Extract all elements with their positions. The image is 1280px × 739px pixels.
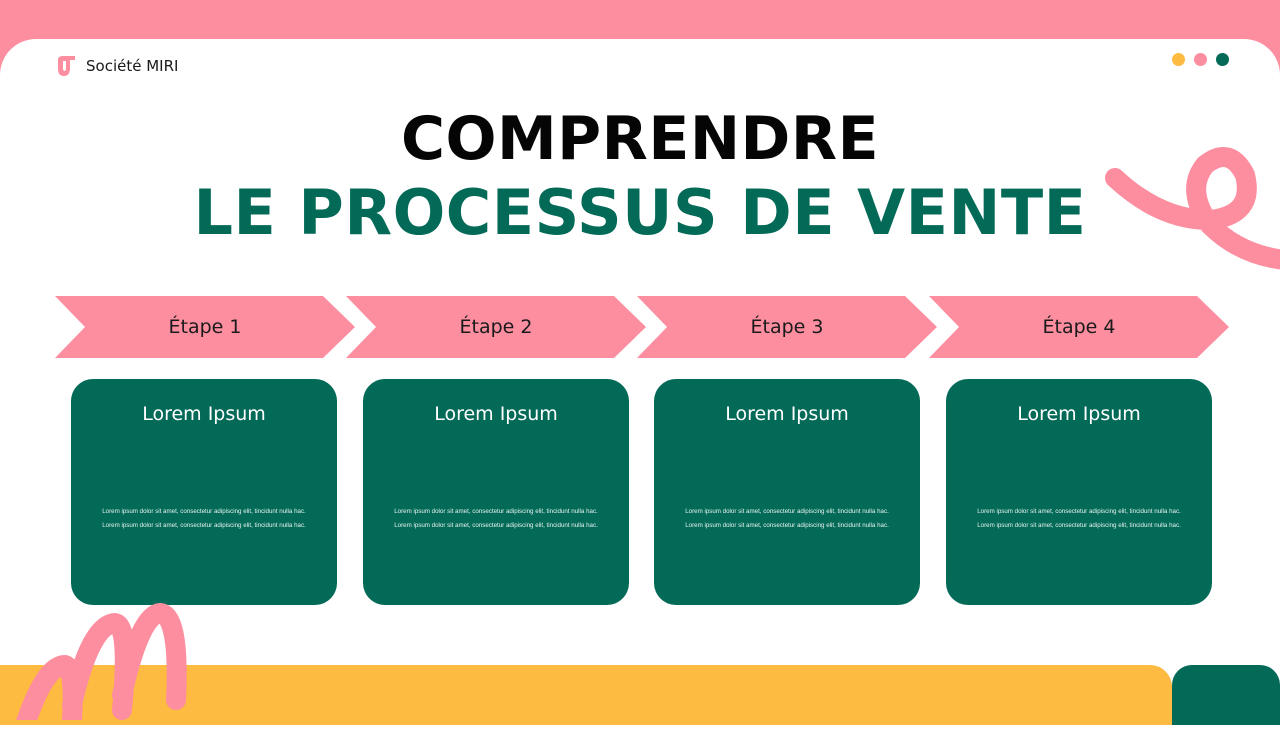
- step-label: Étape 3: [750, 316, 824, 338]
- step-label: Étape 4: [1042, 316, 1116, 338]
- card-text-line: Lorem ipsum dolor sit amet, consectetur …: [102, 522, 306, 529]
- step-card-3: Lorem Ipsum Lorem ipsum dolor sit amet, …: [654, 379, 920, 605]
- brand: Société MIRI: [54, 54, 178, 78]
- footer-bar-yellow: [0, 665, 1172, 725]
- card-body: Lorem ipsum dolor sit amet, consectetur …: [363, 505, 629, 533]
- dot-green-icon: [1216, 53, 1229, 66]
- step-chevron-1: Étape 1: [55, 296, 355, 358]
- card-title: Lorem Ipsum: [725, 403, 849, 425]
- dot-pink-icon: [1194, 53, 1207, 66]
- step-label: Étape 1: [168, 316, 242, 338]
- card-title: Lorem Ipsum: [1017, 403, 1141, 425]
- card-text-line: Lorem ipsum dolor sit amet, consectetur …: [394, 508, 598, 515]
- swirl-decoration-icon: [1105, 147, 1280, 270]
- footer-bar-green: [1172, 665, 1280, 725]
- card-body: Lorem ipsum dolor sit amet, consectetur …: [654, 505, 920, 533]
- chevron-shape-icon: [637, 296, 937, 358]
- step-chevron-4: Étape 4: [929, 296, 1229, 358]
- card-body: Lorem ipsum dolor sit amet, consectetur …: [946, 505, 1212, 533]
- step-card-2: Lorem Ipsum Lorem ipsum dolor sit amet, …: [363, 379, 629, 605]
- squiggle-decoration-icon: [16, 602, 187, 720]
- card-text-line: Lorem ipsum dolor sit amet, consectetur …: [685, 522, 889, 529]
- card-text-line: Lorem ipsum dolor sit amet, consectetur …: [685, 508, 889, 515]
- chevron-shape-icon: [346, 296, 646, 358]
- card-title: Lorem Ipsum: [142, 403, 266, 425]
- brand-name: Société MIRI: [86, 57, 179, 75]
- card-text-line: Lorem ipsum dolor sit amet, consectetur …: [977, 522, 1181, 529]
- chevron-shape-icon: [929, 296, 1229, 358]
- card-title: Lorem Ipsum: [434, 403, 558, 425]
- step-chevron-3: Étape 3: [637, 296, 937, 358]
- page-title-line-2: LE PROCESSUS DE VENTE: [193, 176, 1087, 249]
- card-text-line: Lorem ipsum dolor sit amet, consectetur …: [102, 508, 306, 515]
- step-card-4: Lorem Ipsum Lorem ipsum dolor sit amet, …: [946, 379, 1212, 605]
- step-chevron-2: Étape 2: [346, 296, 646, 358]
- chevron-shape-icon: [55, 296, 355, 358]
- step-label: Étape 2: [459, 316, 533, 338]
- card-text-line: Lorem ipsum dolor sit amet, consectetur …: [394, 522, 598, 529]
- step-card-1: Lorem Ipsum Lorem ipsum dolor sit amet, …: [71, 379, 337, 605]
- page-title-line-1: COMPRENDRE: [400, 104, 880, 174]
- card-text-line: Lorem ipsum dolor sit amet, consectetur …: [977, 508, 1181, 515]
- window-dots: [1172, 53, 1229, 66]
- dot-yellow-icon: [1172, 53, 1185, 66]
- card-body: Lorem ipsum dolor sit amet, consectetur …: [71, 505, 337, 533]
- brand-logo-icon: [58, 56, 75, 76]
